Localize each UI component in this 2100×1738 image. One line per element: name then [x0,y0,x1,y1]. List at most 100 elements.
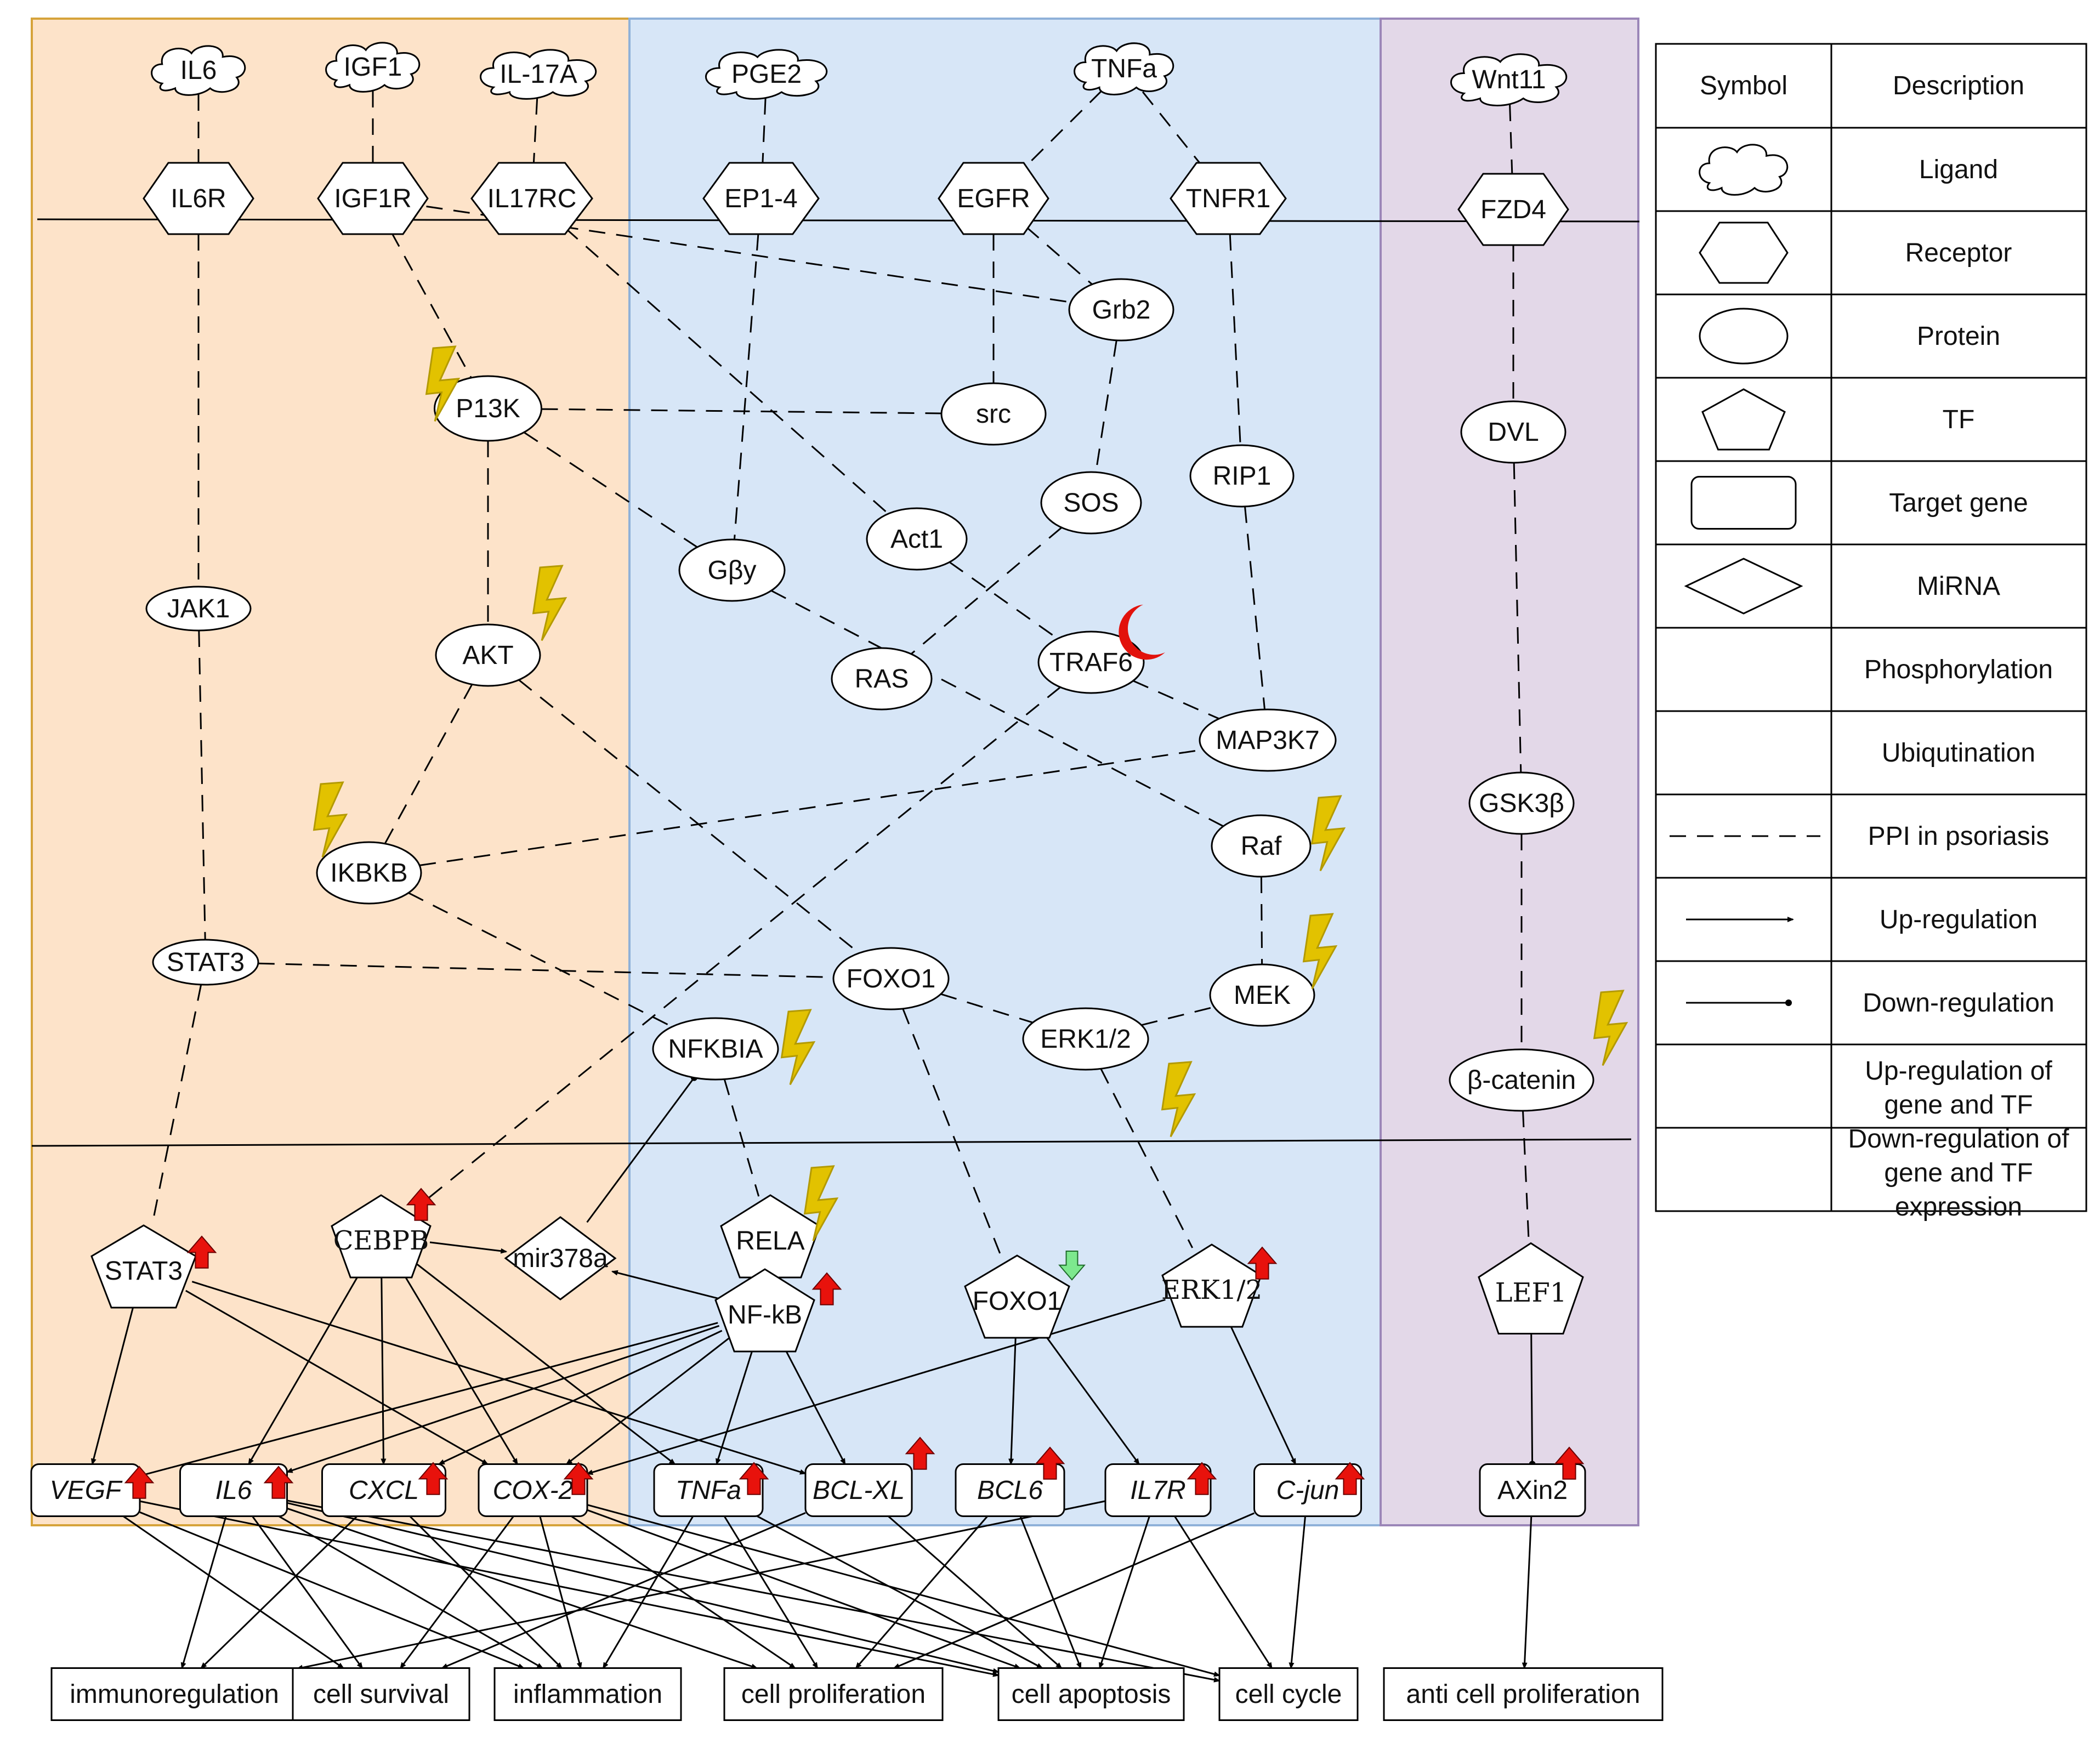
node-stat3-tf: STAT3 [90,1224,197,1309]
node-il6-lig: IL6 [151,45,246,96]
node-label: NFKBIA [668,1035,763,1064]
up-regulation-edge [287,1507,758,1669]
phosphorylation-icon [532,565,567,641]
up-regulation-arrow-icon [1554,1446,1585,1480]
up-regulation-edge [1019,1515,1082,1669]
node-shape [493,1667,682,1721]
up-regulation-edge [855,1515,989,1669]
node-out-immuno: immunoregulation [50,1667,298,1721]
ppi-edge [1100,1068,1194,1248]
phosphorylation-icon [1161,1061,1196,1138]
legend-row: Phosphorylation [1864,655,2053,684]
node-label: AKT [462,641,513,670]
node-label: RAS [855,664,909,694]
ppi-edge [723,1078,760,1197]
node-label: RELA [736,1226,804,1256]
node-mek: MEK [1209,963,1315,1027]
node-out-apop: cell apoptosis [997,1667,1185,1721]
up-regulation-arrow-icon [186,1235,217,1269]
node-out-survival: cell survival [292,1667,470,1721]
node-shape [705,49,828,100]
node-mir378a: mir378a [504,1216,617,1300]
up-regulation-edge [139,1500,1000,1677]
node-shape [955,1463,1065,1517]
node-shape [1460,400,1567,464]
node-erk12-p: ERK1/2 [1022,1007,1149,1071]
node-nfkbia: NFKBIA [652,1017,779,1081]
node-shape [179,1463,288,1517]
node-shape [714,1268,815,1353]
legend-row: Target gene [1690,476,2028,530]
node-shape [652,1017,779,1081]
node-shape [1068,278,1174,342]
node-rela-tf: RELA [720,1194,821,1279]
node-label: cell survival [313,1680,449,1709]
node-shape [1450,53,1568,106]
node-shape [1022,1007,1149,1071]
ppi-edge [733,234,759,540]
node-label: FZD4 [1480,195,1546,224]
up-regulation-arrow-icon [1035,1446,1065,1480]
node-shape [316,841,422,905]
node-label: CXCL [349,1476,419,1505]
node-label: IL-17A [500,60,577,89]
up-regulation-edge [438,1330,723,1465]
up-regulation-edge [1229,1324,1297,1466]
legend-row: PPI in psoriasis [1670,822,2049,851]
node-out-cycle: cell cycle [1218,1667,1359,1721]
ppi-edge [258,962,834,978]
up-regulation-edge [286,1325,720,1473]
up-regulation-edge [1522,1516,1533,1669]
node-shape [434,375,542,442]
node-bcat: β-catenin [1449,1048,1594,1112]
node-label: IGF1R [334,184,411,213]
node-label: IKBKB [330,859,407,888]
phosphorylation-icon [780,1009,816,1086]
node-label: DVL [1488,418,1539,447]
up-regulation-edge [1174,1515,1273,1669]
phosphorylation-icon [1593,990,1628,1066]
node-il17a-lig: IL-17A [480,49,597,100]
node-label: Grb2 [1092,296,1151,325]
up-regulation-edge [185,1290,489,1465]
phosphorylation-icon [803,1165,839,1242]
node-traf6: TRAF6 [1037,631,1145,694]
node-igf1-lig: IGF1 [325,42,421,93]
legend-row: Ligand [1699,144,1998,196]
node-shape [145,586,252,632]
node-shape [478,1463,588,1517]
cell-membrane-line [37,218,1640,223]
node-ep1-4: EP1-4 [702,162,820,235]
ppi-edge [541,408,942,414]
node-shape [1449,1048,1594,1112]
node-shape [1218,1667,1359,1721]
node-shape [1457,173,1569,246]
node-cebpb-tf: CEBPB [331,1194,432,1279]
legend-row: MiRNA [1684,558,2000,615]
up-regulation-edge [180,1516,227,1669]
node-rip1: RIP1 [1189,444,1295,508]
legend-row: Down-regulation [1686,989,2054,1018]
up-regulation-edge [248,1273,361,1466]
node-shape [331,1194,432,1279]
node-shape [831,647,933,711]
legend-description: Receptor [1905,238,2012,268]
up-regulation-edge [716,1350,753,1466]
up-regulation-arrow-icon [124,1466,155,1499]
up-regulation-arrow-icon [905,1436,935,1470]
node-label: BCL6 [977,1476,1043,1505]
node-shape [1479,1463,1586,1517]
up-regulation-edge [429,1241,508,1254]
up-regulation-edge [278,1515,544,1669]
node-foxo1-tf: FOXO1 [964,1254,1070,1339]
node-cjun: C-jun [1253,1463,1362,1517]
node-il6r: IL6R [143,162,254,235]
node-shape [90,1224,197,1309]
node-label: MEK [1234,981,1291,1010]
ppi-edge [770,589,1224,827]
compartment-panels [31,18,1639,1526]
node-out-anti: anti cell proliferation [1383,1667,1664,1721]
node-egfr: EGFR [938,162,1049,235]
up-regulation-arrow-icon [563,1462,594,1495]
